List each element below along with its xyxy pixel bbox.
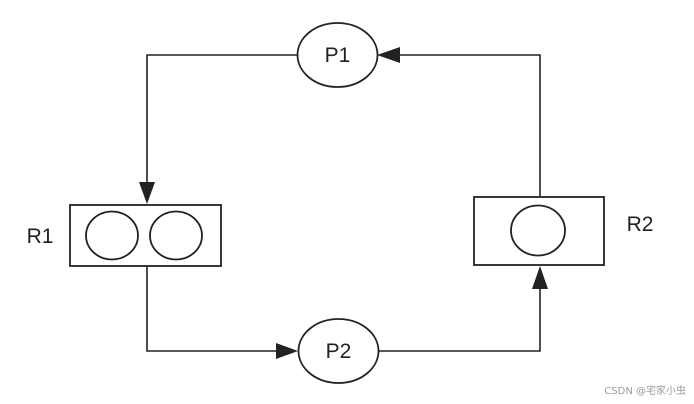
watermark-text: CSDN @宅家小虫 [604, 384, 686, 397]
process-p1-label: P1 [325, 44, 351, 67]
resource-r2: R2 [473, 196, 654, 266]
resource-r1-label: R1 [27, 225, 54, 248]
resource-r2-instance-1 [510, 204, 566, 257]
edge-p1-to-r1 [139, 54, 298, 204]
edge-p2-r2-line [379, 288, 541, 352]
arrowhead-right-icon [276, 343, 298, 359]
process-p1-ellipse [296, 22, 379, 88]
edge-p1-r1-line [146, 54, 298, 184]
resource-r1-instance-2 [149, 210, 203, 261]
resource-r1: R1 [27, 204, 222, 267]
process-p2: P2 [297, 318, 380, 384]
arrowhead-down-icon [139, 182, 155, 204]
edge-p2-to-r2 [379, 266, 548, 352]
resource-r2-label: R2 [627, 213, 654, 236]
process-p2-label: P2 [326, 340, 352, 363]
edge-r1-p2-line [146, 266, 278, 352]
edge-r2-p1-line [399, 54, 541, 196]
resource-r1-instance-1 [85, 210, 139, 261]
process-p2-ellipse [297, 318, 380, 384]
arrowhead-up-icon [532, 266, 548, 289]
edge-r2-to-p1 [377, 47, 541, 196]
edge-r1-to-p2 [146, 266, 298, 359]
process-p1: P1 [296, 22, 379, 88]
arrowhead-left-icon [377, 47, 400, 63]
